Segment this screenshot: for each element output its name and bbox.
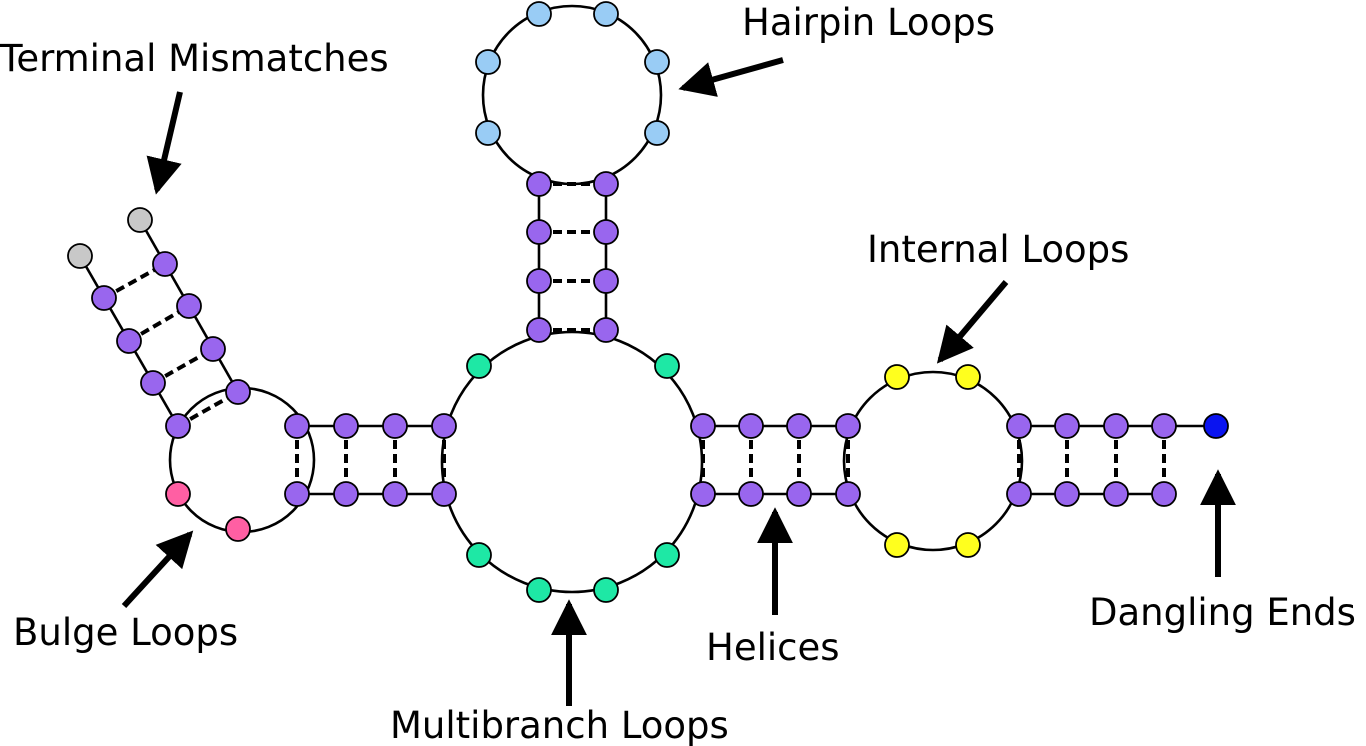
helix-nucleotide: [1151, 481, 1177, 507]
bulge-nucleotide: [225, 516, 251, 542]
helix-nucleotide: [786, 481, 812, 507]
terminal-mismatch-nucleotide: [127, 207, 153, 233]
bulge-loop-ring: [168, 386, 316, 534]
dangling-ends-label: Dangling Ends: [1089, 591, 1356, 634]
bulge-loops-label: Bulge Loops: [13, 611, 238, 654]
helix-nucleotide: [1054, 481, 1080, 507]
helix-nucleotide: [333, 413, 359, 439]
hairpin-nucleotide: [475, 49, 501, 75]
internal-loops-arrow: [936, 280, 1009, 364]
nucleotides: [67, 1, 1229, 603]
helix-nucleotide: [284, 413, 310, 439]
internal-loop-nucleotide: [955, 532, 981, 558]
helix-nucleotide: [116, 328, 142, 354]
helix-nucleotide: [91, 285, 117, 311]
backbone: [78, 4, 1216, 594]
hairpin-loops-label: Hairpin Loops: [742, 1, 995, 44]
internal-loops-label: Internal Loops: [867, 228, 1129, 271]
internal-loop-ring: [842, 370, 1024, 552]
helix-nucleotide: [786, 413, 812, 439]
helix-nucleotide: [1054, 413, 1080, 439]
helix-nucleotide: [593, 171, 619, 197]
helix-nucleotide: [284, 481, 310, 507]
hairpin-loop-ring: [481, 4, 663, 186]
helix-nucleotide: [225, 379, 251, 405]
helix-nucleotide: [690, 413, 716, 439]
helix-nucleotide: [1103, 413, 1129, 439]
helix-nucleotide: [835, 481, 861, 507]
helix-nucleotide: [526, 317, 552, 343]
helix-nucleotide: [593, 317, 619, 343]
multibranch-loops-label: Multibranch Loops: [390, 704, 729, 746]
helix-nucleotide: [1006, 481, 1032, 507]
helix-nucleotide: [431, 413, 457, 439]
multibranch-nucleotide: [526, 577, 552, 603]
helix-nucleotide: [1103, 481, 1129, 507]
internal-loop-nucleotide: [884, 364, 910, 390]
helix-nucleotide: [176, 293, 202, 319]
helix-nucleotide: [382, 413, 408, 439]
helix-nucleotide: [738, 413, 764, 439]
helix-nucleotide: [1151, 413, 1177, 439]
internal-loop-nucleotide: [955, 364, 981, 390]
terminal-mismatches-label: Terminal Mismatches: [0, 37, 389, 80]
multibranch-nucleotide: [654, 353, 680, 379]
helix-nucleotide: [431, 481, 457, 507]
helices-label: Helices: [706, 626, 840, 669]
helix-nucleotide: [593, 268, 619, 294]
arrows: [121, 57, 1236, 706]
helix-nucleotide: [152, 251, 178, 277]
helix-nucleotide: [382, 481, 408, 507]
bulge-nucleotide: [165, 481, 191, 507]
helix-nucleotide: [1006, 413, 1032, 439]
multibranch-nucleotide: [593, 577, 619, 603]
hairpin-nucleotide: [644, 120, 670, 146]
helix-nucleotide: [140, 370, 166, 396]
helix-nucleotide: [738, 481, 764, 507]
multibranch-nucleotide: [654, 542, 680, 568]
hairpin-nucleotide: [593, 1, 619, 27]
terminal-mismatches-arrow: [146, 91, 183, 195]
terminal-mismatch-nucleotide: [67, 243, 93, 269]
helix-nucleotide: [526, 219, 552, 245]
hairpin-nucleotide: [475, 120, 501, 146]
internal-loop-nucleotide: [884, 532, 910, 558]
helix-nucleotide: [526, 171, 552, 197]
hairpin-nucleotide: [644, 49, 670, 75]
helix-nucleotide: [690, 481, 716, 507]
helix-nucleotide: [200, 336, 226, 362]
helix-nucleotide: [593, 219, 619, 245]
hairpin-loops-arrow: [678, 57, 784, 97]
bulge-loops-arrow: [121, 530, 194, 609]
helix-nucleotide: [165, 413, 191, 439]
helix-nucleotide: [835, 413, 861, 439]
multibranch-nucleotide: [466, 353, 492, 379]
multibranch-nucleotide: [466, 542, 492, 568]
dangling-end-nucleotide: [1203, 413, 1229, 439]
hairpin-nucleotide: [526, 1, 552, 27]
helix-nucleotide: [333, 481, 359, 507]
helix-nucleotide: [526, 268, 552, 294]
